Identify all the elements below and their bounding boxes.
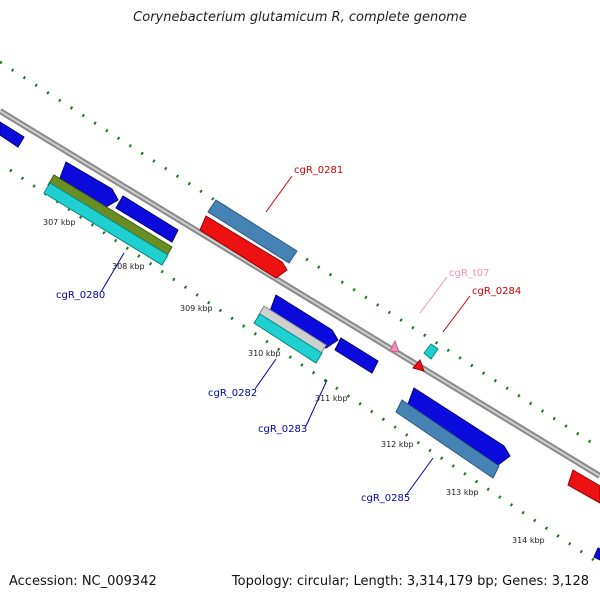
feature-cyan-band bbox=[43, 182, 169, 266]
gene-cgR-0282[interactable] bbox=[269, 294, 339, 349]
tick-label: 313 kbp bbox=[446, 488, 479, 497]
gene-label-cgR-0284[interactable]: cgR_0284 bbox=[472, 286, 521, 297]
inner-tick-track bbox=[9, 168, 600, 566]
tick-label: 308 kbp bbox=[112, 262, 145, 271]
gene-label-cgR-0280[interactable]: cgR_0280 bbox=[56, 290, 105, 301]
leader-cgR-0283 bbox=[305, 379, 328, 427]
leader-cgR-0284 bbox=[442, 295, 471, 333]
gene-cgR-0280-lower[interactable] bbox=[115, 195, 179, 243]
gene-label-cgR-0282[interactable]: cgR_0282 bbox=[208, 388, 257, 399]
leader-cgR-0285 bbox=[406, 457, 434, 495]
gene-cgR-0285-blue[interactable] bbox=[407, 387, 511, 466]
gene-cgR-0283[interactable] bbox=[334, 337, 379, 374]
feature-cyan-band-2 bbox=[253, 313, 323, 364]
tick-label: 310 kbp bbox=[248, 349, 281, 358]
gene-label-cgR-0281[interactable]: cgR_0281 bbox=[294, 165, 343, 176]
leader-cgR-t07 bbox=[419, 276, 448, 314]
gene-cgR-0281-red[interactable] bbox=[199, 215, 288, 279]
gene-label-cgR-t07[interactable]: cgR_t07 bbox=[449, 268, 489, 279]
gene-cgR-0286-fragment[interactable] bbox=[593, 547, 600, 561]
leader-cgR-0281 bbox=[265, 175, 293, 213]
gene-cgR-0285[interactable] bbox=[395, 399, 500, 479]
tick-label: 314 kbp bbox=[512, 536, 545, 545]
feature-cyan-small bbox=[423, 343, 439, 360]
map-title: Corynebacterium glutamicum R, complete g… bbox=[133, 10, 467, 25]
gene-label-cgR-0283[interactable]: cgR_0283 bbox=[258, 424, 307, 435]
accession-label: Accession: NC_009342 bbox=[9, 574, 157, 589]
leader-cgR-0280 bbox=[100, 252, 125, 293]
tick-label: 309 kbp bbox=[180, 304, 213, 313]
gene-label-cgR-0285[interactable]: cgR_0285 bbox=[361, 493, 410, 504]
gene-cgR-0279-fragment[interactable] bbox=[0, 121, 25, 148]
gene-cgR-0284[interactable] bbox=[412, 359, 425, 372]
gene-cgR-0284-fragment[interactable] bbox=[567, 469, 600, 504]
tick-label: 311 kbp bbox=[315, 394, 348, 403]
outer-tick-track bbox=[0, 60, 600, 450]
genome-summary: Topology: circular; Length: 3,314,179 bp… bbox=[231, 574, 589, 589]
gene-cgR-0280-upper[interactable] bbox=[59, 161, 119, 208]
tick-label: 307 kbp bbox=[43, 218, 76, 227]
chromosome-backbone-inner bbox=[0, 110, 600, 477]
gene-cgR-0281[interactable] bbox=[207, 199, 298, 264]
tick-label: 312 kbp bbox=[381, 440, 414, 449]
leader-cgR-0282 bbox=[254, 358, 277, 390]
trna-cgR-t07[interactable] bbox=[389, 339, 400, 353]
